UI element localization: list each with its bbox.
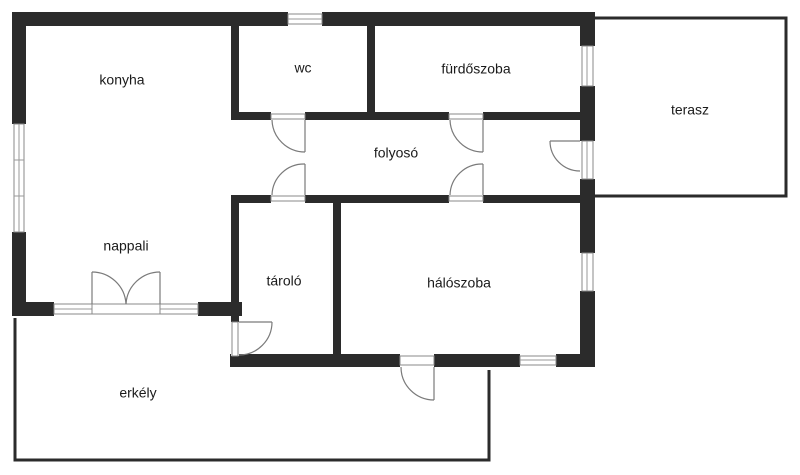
room-label-erkely: erkély — [119, 385, 156, 401]
room-label-furdoszoba: fürdőszoba — [441, 61, 510, 77]
door-terrace — [549, 140, 581, 172]
room-label-nappali: nappali — [103, 238, 148, 254]
door-wc — [270, 113, 306, 153]
room-label-terasz: terasz — [671, 102, 709, 118]
window-right-bathroom — [581, 45, 594, 87]
room-label-konyha: konyha — [99, 72, 144, 88]
door-storage-balcony — [231, 321, 273, 357]
door-bedroom-balcony — [399, 355, 435, 401]
balcony-outline — [13, 318, 491, 462]
room-label-folyoso: folyosó — [374, 145, 419, 161]
window-top-wc — [287, 13, 323, 25]
window-right-bedroom — [581, 252, 594, 292]
terrace-outline — [594, 16, 788, 198]
window-right-corridor — [581, 140, 594, 180]
window-bottom-bedroom — [519, 355, 557, 366]
door-bathroom — [448, 113, 484, 153]
door-storage-top — [270, 163, 306, 202]
door-bedroom — [448, 163, 484, 202]
window-left-kitchen — [13, 123, 25, 233]
room-label-tarolo: tároló — [266, 273, 301, 289]
room-label-wc: wc — [293, 60, 311, 76]
room-label-haloszoba: hálószoba — [427, 275, 491, 291]
door-living-balcony — [91, 271, 161, 315]
